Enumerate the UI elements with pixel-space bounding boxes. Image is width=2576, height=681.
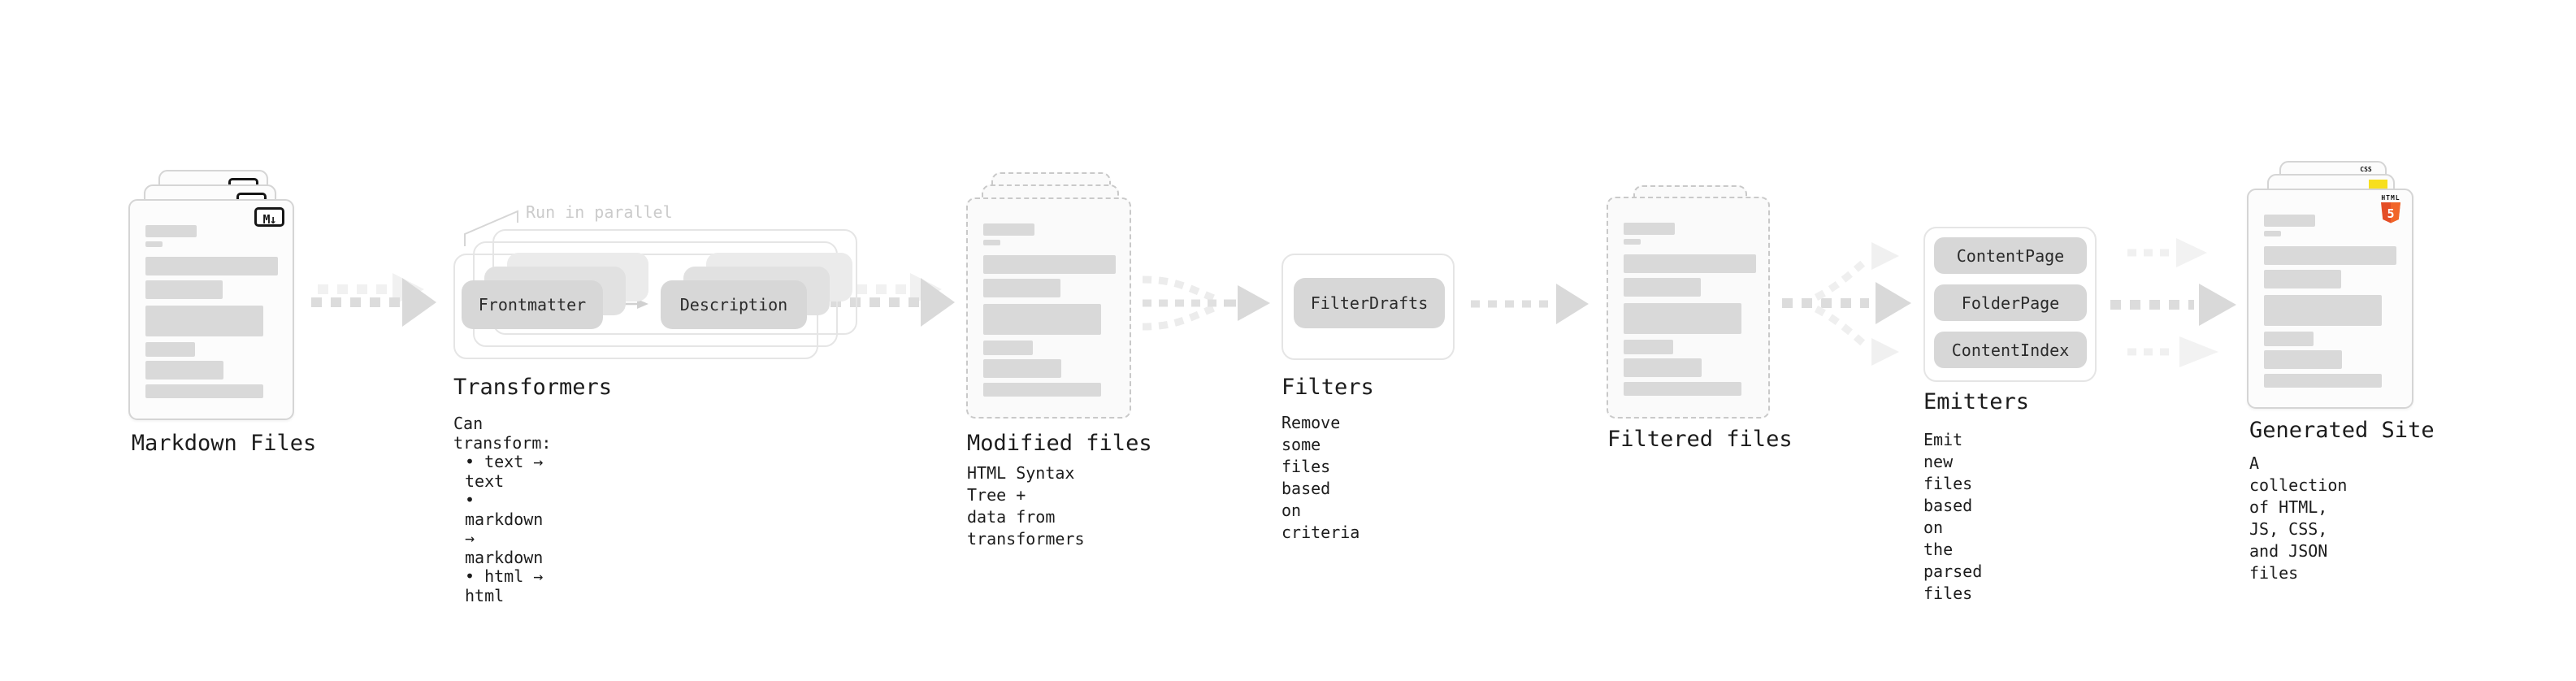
markdown-files-title: Markdown Files [131,431,317,456]
transformers-title: Transformers [453,375,613,400]
capability-item: html → html [465,566,551,605]
modified-files-description: HTML Syntax Tree + data from transformer… [967,463,1085,549]
text-placeholder-bars [2264,215,2396,388]
placeholder-bar [1624,340,1673,354]
filters-description: Remove some files based on criteria [1281,413,1360,542]
placeholder-bar [2264,215,2315,227]
transformer-description: Description [661,280,807,329]
html5-icon: HTML 5 [2379,195,2403,225]
text-placeholder-bars [145,225,278,398]
emitters-description: Emit new files based on the parsed files [1923,430,1983,603]
markdown-file-card-front: M↓ [128,199,294,420]
emitter-folderpage: FolderPage [1934,284,2087,321]
placeholder-bar [145,384,263,398]
placeholder-bar [983,279,1060,297]
placeholder-bar [1624,358,1702,377]
placeholder-bar [2264,332,2314,346]
transformer-frontmatter: Frontmatter [462,280,603,329]
placeholder-bar [1624,382,1741,396]
filters-frame [1281,254,1455,360]
arrow-markdown-to-transformers [311,273,436,327]
filtered-file-card-front [1607,197,1770,419]
arrow-transformers-to-modified [830,273,955,327]
transformers-description: Can transform: text → text markdown → ma… [453,414,551,605]
placeholder-bar [145,257,278,275]
css-icon-label: CSS [2360,166,2372,173]
markdown-icon: M↓ [254,207,284,227]
placeholder-bar [145,342,195,357]
placeholder-bar [145,280,223,299]
capability-item: markdown → markdown [465,491,551,567]
placeholder-bar [1624,303,1741,334]
placeholder-bar [1624,278,1701,297]
generated-site-title: Generated Site [2249,418,2435,443]
placeholder-bar [983,223,1034,236]
placeholder-bar [1624,254,1756,273]
filter-filterdrafts: FilterDrafts [1294,278,1445,328]
placeholder-bar [1624,223,1675,235]
modified-files-title: Modified files [967,431,1152,456]
html5-number: 5 [2387,206,2394,221]
arrow-filters-to-filtered [1471,284,1589,324]
modified-file-card-front [966,197,1131,419]
placeholder-bar [1624,239,1641,245]
generated-file-card-html: HTML 5 [2247,189,2413,409]
emitters-title: Emitters [1923,389,2030,414]
placeholder-bar [145,306,263,336]
placeholder-bar [983,255,1116,274]
placeholder-bar [983,383,1101,397]
placeholder-bar [2264,374,2382,388]
transformers-description-intro: Can transform: [453,414,552,453]
placeholder-bar [983,304,1101,335]
placeholder-bar [983,359,1061,378]
transformers-capability-list: text → text markdown → markdown html → h… [453,452,551,605]
run-in-parallel-annotation: Run in parallel [526,202,673,222]
placeholder-bar [983,240,1000,245]
run-in-parallel-leader-line [464,210,518,246]
text-placeholder-bars [983,223,1116,397]
filters-title: Filters [1281,375,1374,400]
placeholder-bar [2264,350,2342,369]
html5-shield: 5 [2381,202,2400,223]
placeholder-bar [2264,295,2382,326]
capability-item: text → text [465,452,551,491]
placeholder-bar [983,340,1033,355]
arrow-emitters-to-generated [2110,238,2236,367]
emitter-contentindex: ContentIndex [1934,332,2087,368]
placeholder-bar [145,225,197,237]
generated-site-description: A collection of HTML, JS, CSS, and JSON … [2249,453,2348,583]
placeholder-bar [2264,270,2341,288]
text-placeholder-bars [1624,223,1756,396]
placeholder-bar [145,241,163,247]
placeholder-bar [2264,231,2281,236]
html5-icon-word: HTML [2381,194,2400,202]
filtered-files-title: Filtered files [1607,427,1793,452]
arrow-modified-to-filters-fan-in [1142,275,1270,331]
emitters-frame [1923,227,2097,382]
placeholder-bar [145,361,223,380]
emitter-contentpage: ContentPage [1934,237,2087,274]
placeholder-bar [2264,246,2396,265]
arrow-filtered-to-emitters-fan-out [1782,242,1911,366]
